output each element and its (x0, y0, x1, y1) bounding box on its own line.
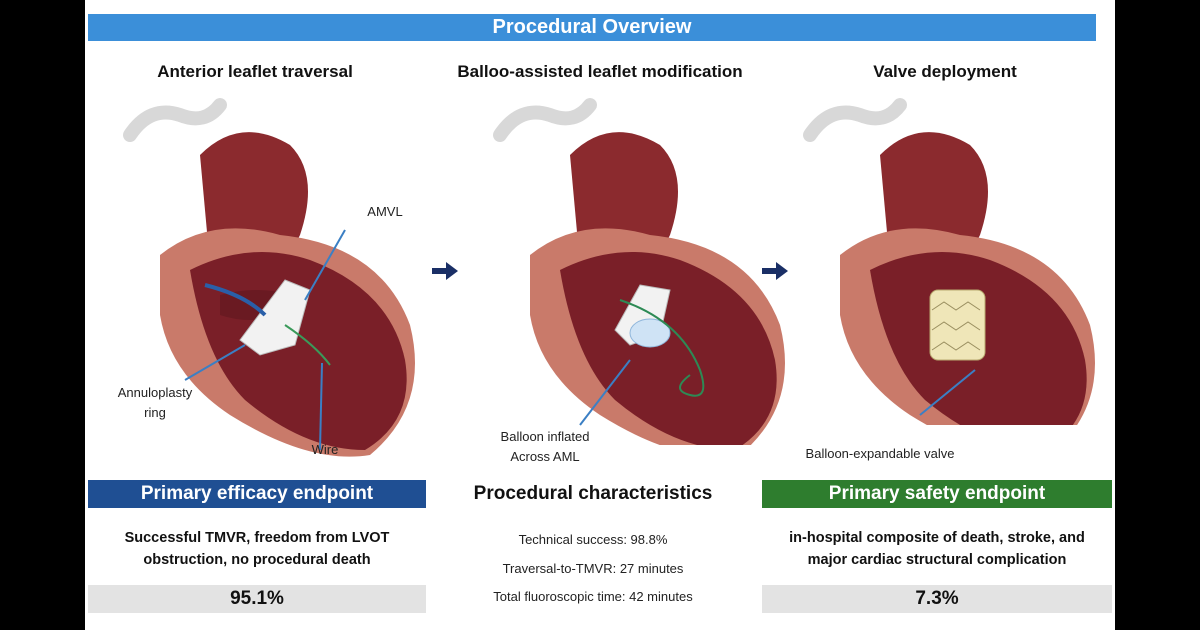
safety-value: 7.3% (762, 585, 1112, 613)
label-annuloplasty-line2: ring (144, 405, 166, 420)
safety-heading: Primary safety endpoint (762, 480, 1112, 508)
heart-illustration-modification (493, 98, 785, 445)
efficacy-heading: Primary efficacy endpoint (88, 480, 426, 508)
label-wire: Wire (311, 442, 339, 457)
procedural-heading: Procedural characteristics (473, 483, 713, 504)
safety-desc-line1: in-hospital composite of death, stroke, … (789, 530, 1085, 546)
procedural-item: Technical success: 98.8% (518, 532, 668, 547)
safety-desc-line2: major cardiac structural complication (807, 552, 1067, 568)
figure-canvas: Procedural Overview Anterior leaflet tra… (85, 0, 1115, 630)
procedural-item: Total fluoroscopic time: 42 minutes (493, 589, 693, 604)
label-annuloplasty-line1: Annuloplasty (117, 385, 193, 400)
arrow-right-icon (762, 262, 788, 280)
panel-title-deployment: Valve deployment (873, 62, 1017, 81)
efficacy-value: 95.1% (88, 585, 426, 613)
heart-illustration-deployment (803, 98, 1095, 425)
label-balloon: Balloon inflated Across AML (480, 427, 610, 467)
efficacy-desc-line1: Successful TMVR, freedom from LVOT (124, 530, 390, 546)
label-valve: Balloon-expandable valve (805, 446, 955, 461)
label-amvl: AMVL (367, 204, 403, 219)
label-annuloplasty: Annuloplasty ring (95, 383, 215, 423)
label-balloon-line2: Across AML (510, 449, 580, 464)
safety-description: in-hospital composite of death, stroke, … (762, 527, 1112, 571)
efficacy-description: Successful TMVR, freedom from LVOT obstr… (88, 527, 426, 571)
procedural-overview-banner: Procedural Overview (88, 14, 1096, 41)
heart-illustration-traversal (123, 98, 415, 457)
panel-title-traversal: Anterior leaflet traversal (157, 62, 353, 81)
arrow-right-icon (432, 262, 458, 280)
label-balloon-line1: Balloon inflated (500, 429, 590, 444)
procedural-item: Traversal-to-TMVR: 27 minutes (502, 561, 684, 576)
efficacy-desc-line2: obstruction, no procedural death (143, 552, 371, 568)
panel-title-modification: Balloo-assisted leaflet modification (457, 62, 743, 81)
